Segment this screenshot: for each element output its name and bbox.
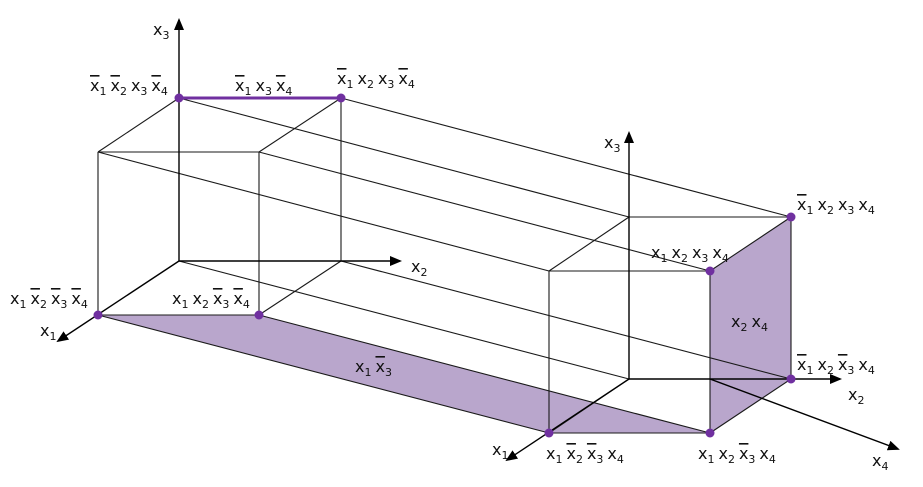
point-top-mid bbox=[336, 93, 346, 103]
vertex-points bbox=[93, 93, 796, 438]
point-top-left bbox=[174, 93, 184, 103]
right-axis-x4-label: x4​ bbox=[872, 451, 888, 473]
label-right-top-back: x1​x2​x3​x4​ bbox=[797, 195, 875, 217]
point-right-top-front bbox=[705, 266, 715, 276]
label-right-bot-back: x1​x2​x3​x4​ bbox=[797, 355, 875, 377]
label-bot-mid: x1​x2​x3​x4​ bbox=[172, 289, 250, 311]
label-right-top-front: x1​x2​x3​x4​ bbox=[651, 243, 729, 265]
point-bot-left bbox=[93, 310, 103, 320]
left-axes bbox=[56, 18, 402, 343]
point-right-bot-front bbox=[705, 428, 715, 438]
axis-labels: x3​ x2​ x1​ x3​ x2​ x1​ x4​ bbox=[40, 20, 888, 473]
right-axes bbox=[505, 131, 900, 462]
face-x1-not-x3 bbox=[98, 315, 710, 433]
left-axis-x2-label: x2​ bbox=[411, 257, 427, 279]
label-right-bot-left: x1​x2​x3​x4​ bbox=[546, 444, 624, 466]
term-edge-label: x1​x3​x4​ bbox=[235, 76, 292, 98]
point-right-top-back bbox=[786, 212, 796, 222]
right-axis-x1-label: x1​ bbox=[492, 440, 508, 462]
point-right-bot-left bbox=[544, 428, 554, 438]
label-top-left: x1​x2​x3​x4​ bbox=[90, 76, 168, 98]
label-bot-left: x1​x2​x3​x4​ bbox=[10, 289, 88, 311]
right-axis-x3-label: x3​ bbox=[604, 133, 620, 155]
right-axis-x2-label: x2​ bbox=[848, 385, 864, 407]
point-bot-mid bbox=[254, 310, 264, 320]
label-top-mid: x1​x2​x3​x4​ bbox=[337, 69, 415, 91]
term-face-bottom-label: x1​x3​ bbox=[355, 357, 392, 379]
left-axis-x3-label: x3​ bbox=[153, 20, 169, 42]
point-right-bot-back bbox=[786, 374, 796, 384]
term-face-right-label: x2​x4​ bbox=[731, 312, 768, 334]
term-labels: x1​x3​x4​ x1​x3​ x2​x4​ bbox=[235, 76, 768, 379]
x4-connecting-edges bbox=[97, 97, 792, 434]
left-axis-x1-label: x1​ bbox=[40, 321, 56, 343]
label-right-bot-front: x1​x2​x3​x4​ bbox=[698, 444, 776, 466]
vertex-labels: x1​x2​x3​x4​ x1​x2​x3​x4​ x1​x2​x3​x4​ x… bbox=[10, 69, 875, 466]
